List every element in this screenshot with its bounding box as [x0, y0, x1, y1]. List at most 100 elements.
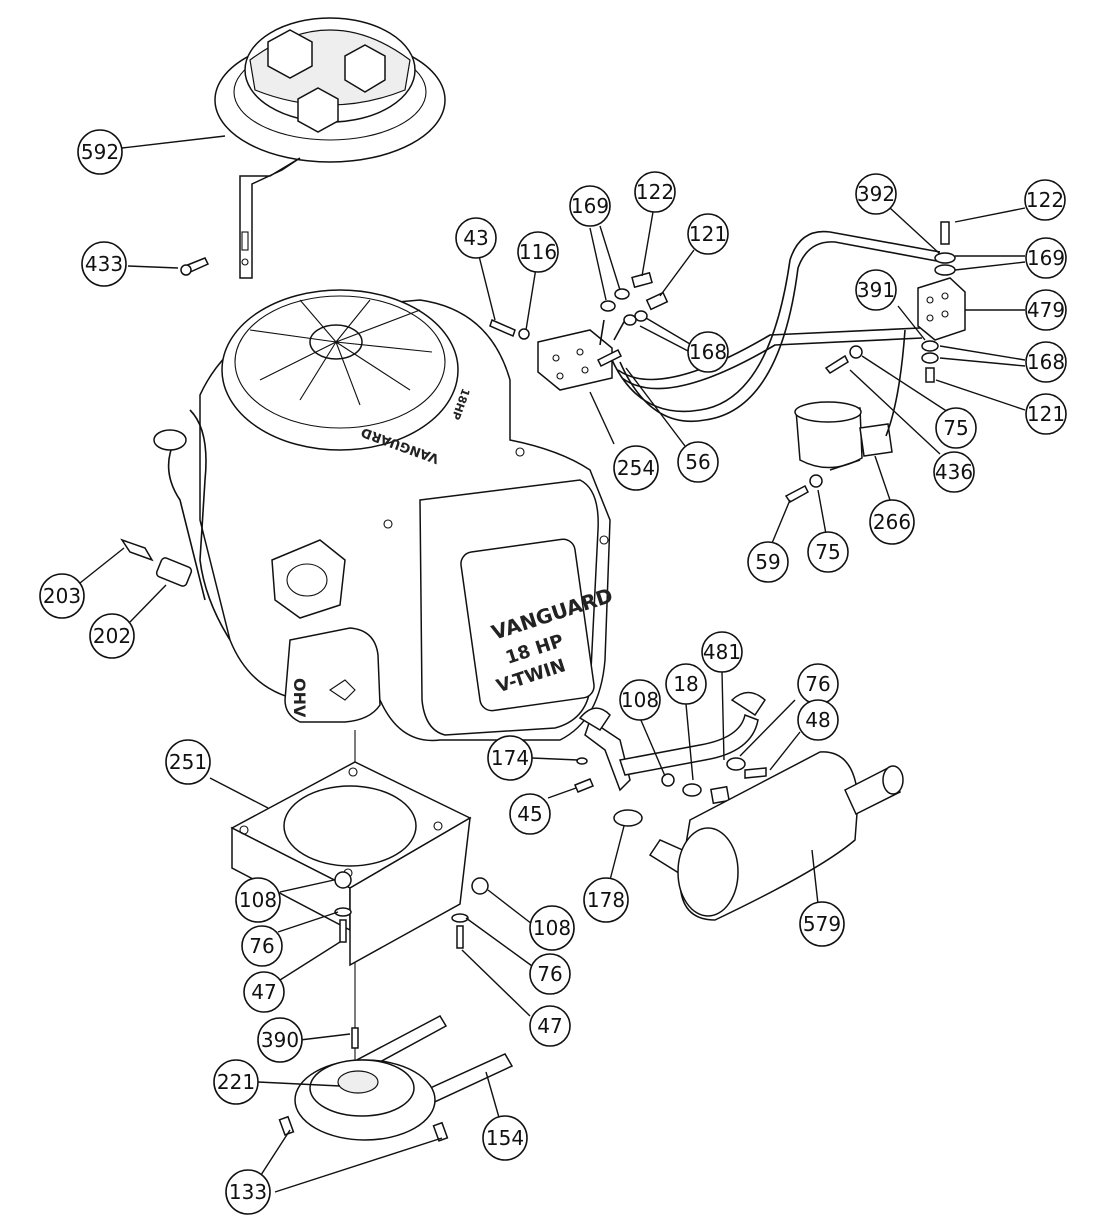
callout-266[interactable]: 266 [869, 499, 915, 545]
callout-481-label: 481 [703, 640, 741, 664]
callout-202-label: 202 [93, 624, 131, 648]
callout-18-label: 18 [673, 672, 698, 696]
callout-47b[interactable]: 47 [529, 1005, 571, 1047]
callout-169b[interactable]: 169 [1025, 237, 1067, 279]
callout-390[interactable]: 390 [257, 1017, 303, 1063]
callout-76c-label: 76 [537, 962, 562, 986]
callout-121-label: 121 [689, 222, 727, 246]
callout-436-label: 436 [935, 460, 973, 484]
callout-47a[interactable]: 47 [243, 971, 285, 1013]
callout-479-label: 479 [1027, 298, 1065, 322]
callout-122b[interactable]: 122 [1024, 179, 1066, 221]
callout-133-label: 133 [229, 1180, 267, 1204]
callout-76a-label: 76 [805, 672, 830, 696]
callout-433-label: 433 [85, 252, 123, 276]
callout-108b[interactable]: 108 [235, 877, 281, 923]
callout-168[interactable]: 168 [687, 331, 729, 373]
callout-390-label: 390 [261, 1028, 299, 1052]
callout-108c[interactable]: 108 [529, 905, 575, 951]
fitting-202 [155, 557, 193, 587]
callout-76b-label: 76 [249, 934, 274, 958]
callout-168b[interactable]: 168 [1025, 341, 1067, 383]
callout-168-label: 168 [689, 340, 727, 364]
callout-56-label: 56 [685, 450, 710, 474]
exhaust-system [574, 691, 904, 921]
callout-75b-label: 75 [815, 540, 840, 564]
callout-392-label: 392 [857, 182, 895, 206]
callout-203-label: 203 [43, 584, 81, 608]
callout-221-label: 221 [217, 1070, 255, 1094]
callout-169b-label: 169 [1027, 246, 1065, 270]
callout-56[interactable]: 56 [677, 441, 719, 483]
callout-251[interactable]: 251 [165, 739, 211, 785]
callout-178[interactable]: 178 [583, 877, 629, 923]
callout-169[interactable]: 169 [569, 185, 611, 227]
callout-391[interactable]: 391 [855, 269, 897, 311]
callout-121b-label: 121 [1027, 402, 1065, 426]
engine-valve-text: OHV [290, 678, 309, 718]
callout-108b-label: 108 [239, 888, 277, 912]
callout-122-label: 122 [636, 180, 674, 204]
callout-174-label: 174 [491, 746, 529, 770]
hardware-right [451, 877, 489, 949]
callout-251-label: 251 [169, 750, 207, 774]
callout-108c-label: 108 [533, 916, 571, 940]
callout-174[interactable]: 174 [487, 735, 533, 781]
callout-254[interactable]: 254 [613, 445, 659, 491]
callout-481[interactable]: 481 [701, 631, 743, 673]
callout-178-label: 178 [587, 888, 625, 912]
callout-116[interactable]: 116 [517, 231, 559, 273]
callout-48[interactable]: 48 [797, 699, 839, 741]
callout-75b[interactable]: 75 [807, 531, 849, 573]
callout-18[interactable]: 18 [665, 663, 707, 705]
callout-169-label: 169 [571, 194, 609, 218]
callout-154-label: 154 [486, 1126, 524, 1150]
engine-assembly: VANGUARD 18 HP V-TWIN OHV VANGUARD 18HP [153, 289, 616, 742]
callout-45-label: 45 [517, 802, 542, 826]
pulley-belt [278, 1015, 514, 1142]
callout-47a-label: 47 [251, 980, 276, 1004]
callout-266-label: 266 [873, 510, 911, 534]
callout-133[interactable]: 133 [225, 1169, 271, 1215]
callout-108a-label: 108 [621, 688, 659, 712]
callout-76c[interactable]: 76 [529, 953, 571, 995]
callout-43[interactable]: 43 [455, 217, 497, 259]
fuel-system [489, 221, 966, 503]
callout-202[interactable]: 202 [89, 613, 135, 659]
bolt-433 [180, 257, 210, 276]
callout-108a[interactable]: 108 [619, 679, 661, 721]
callout-579-label: 579 [803, 912, 841, 936]
air-cleaner-assembly [214, 17, 446, 279]
callout-579[interactable]: 579 [799, 901, 845, 947]
callout-479[interactable]: 479 [1025, 289, 1067, 331]
hardware-left [334, 871, 352, 943]
callout-392[interactable]: 392 [855, 173, 897, 215]
fitting-203 [120, 538, 154, 562]
callout-116-label: 116 [519, 240, 557, 264]
callout-391-label: 391 [857, 278, 895, 302]
callout-592[interactable]: 592 [77, 129, 123, 175]
callout-168b-label: 168 [1027, 350, 1065, 374]
callout-45[interactable]: 45 [509, 793, 551, 835]
callout-121b[interactable]: 121 [1025, 393, 1067, 435]
callout-436[interactable]: 436 [933, 451, 975, 493]
callout-47b-label: 47 [537, 1014, 562, 1038]
callout-254-label: 254 [617, 456, 655, 480]
callout-122[interactable]: 122 [634, 171, 676, 213]
callout-221[interactable]: 221 [213, 1059, 259, 1105]
callout-203[interactable]: 203 [39, 573, 85, 619]
leader-lines [79, 135, 1026, 1193]
callout-76a[interactable]: 76 [797, 663, 839, 705]
callout-154[interactable]: 154 [482, 1115, 528, 1161]
callout-59[interactable]: 59 [747, 541, 789, 583]
callout-592-label: 592 [81, 140, 119, 164]
callout-76b[interactable]: 76 [241, 925, 283, 967]
callout-122b-label: 122 [1026, 188, 1064, 212]
callout-75a-label: 75 [943, 416, 968, 440]
callout-433[interactable]: 433 [81, 241, 127, 287]
callout-75a[interactable]: 75 [935, 407, 977, 449]
callout-43-label: 43 [463, 226, 488, 250]
mount-plate [230, 761, 472, 967]
callout-121[interactable]: 121 [687, 213, 729, 255]
